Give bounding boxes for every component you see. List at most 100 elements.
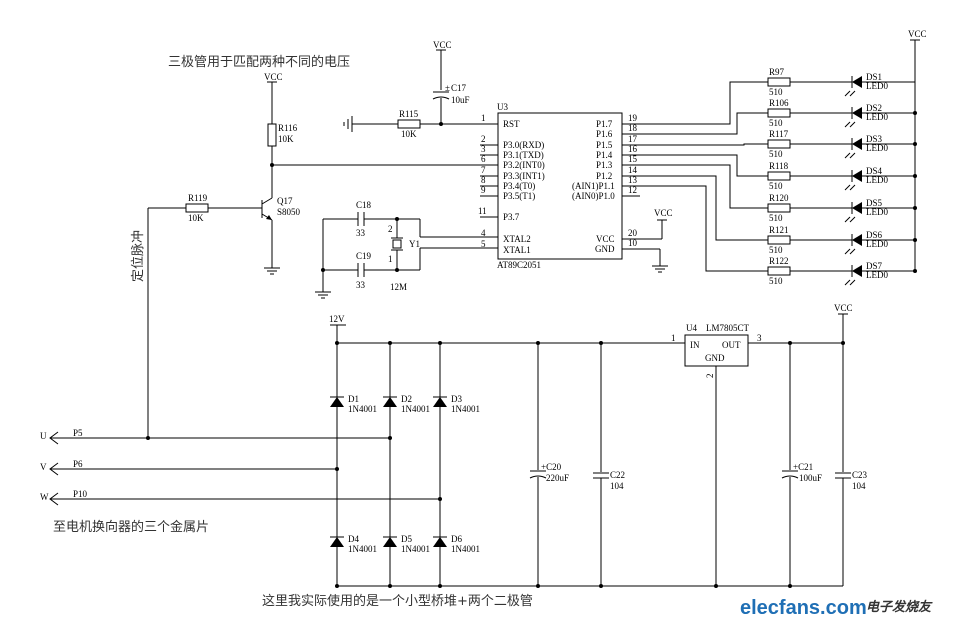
pin-name-p34: P3.4(T0)	[503, 181, 535, 191]
led-ref: DS5	[866, 198, 883, 208]
pin-name-xtal1: XTAL1	[503, 245, 531, 255]
led-val: LED0	[866, 81, 888, 91]
light-ray-1	[844, 90, 851, 97]
q17-ref: Q17	[277, 196, 293, 206]
c19-ref: C19	[356, 251, 372, 261]
led-ref: DS2	[866, 103, 882, 113]
wire-led-drive	[622, 81, 768, 125]
y1-ref: Y1	[409, 239, 420, 249]
junction-c21-top	[788, 341, 792, 345]
resistor-led	[767, 108, 791, 118]
u4-ref: U4	[686, 323, 697, 333]
r119-val: 10K	[188, 213, 204, 223]
junction-xtal-gnd	[321, 268, 325, 272]
c21-val: 100uF	[799, 473, 822, 483]
crystal-y1	[392, 239, 402, 249]
diode-val: 1N4001	[451, 544, 480, 554]
junction-u4-gnd	[714, 584, 718, 588]
diode-icon	[433, 537, 447, 547]
pin-name-p11: (AIN1)P1.1	[572, 181, 615, 191]
c17-val: 10uF	[451, 95, 470, 105]
r115-ref: R115	[399, 109, 419, 119]
phase-u-net: P5	[73, 428, 83, 438]
led-resistor-ref: R97	[769, 67, 785, 77]
u4-out: OUT	[722, 340, 741, 350]
mcu-left-pins: 1 RST 2 P3.0(RXD) 3 P3.1(TXD) 6 P3.2(INT…	[478, 113, 545, 255]
diode-ref: D4	[348, 534, 359, 544]
junction-y1-bottom	[395, 268, 399, 272]
pin-name-rst: RST	[503, 119, 520, 129]
c22-val: 104	[610, 481, 624, 491]
r119-ref: R119	[188, 193, 208, 203]
pin-name-p35: P3.5(T1)	[503, 191, 535, 201]
diode-val: 1N4001	[348, 404, 377, 414]
pin-num-13: 13	[628, 175, 638, 185]
led-val: LED0	[866, 143, 888, 153]
pin-name-p14: P1.4	[596, 150, 613, 160]
led-rows: R97510DS1LED0R106510DS2LED0R117510DS3LED…	[622, 67, 917, 286]
c19-val: 33	[356, 280, 366, 290]
diode-ref: D6	[451, 534, 462, 544]
pin-num-3: 3	[481, 144, 486, 154]
junction-bridge-top	[335, 341, 339, 345]
u4-pin1: 1	[671, 333, 676, 343]
c20-plate-bottom	[529, 475, 547, 479]
label-12v: 12V	[329, 314, 345, 324]
pin-name-p10: (AIN0)P1.0	[572, 191, 615, 201]
phase-v-label: V	[40, 462, 47, 472]
diode-val: 1N4001	[348, 544, 377, 554]
led-icon	[852, 138, 862, 150]
y1-val: 12M	[390, 282, 407, 292]
pin-num-1: 1	[481, 113, 486, 123]
regulator-u4	[684, 334, 749, 367]
junction-c20-top	[536, 341, 540, 345]
note-motor: 至电机换向器的三个金属片	[53, 519, 209, 535]
pin-name-p31: P3.1(TXD)	[503, 150, 544, 160]
led-val: LED0	[866, 239, 888, 249]
pin-name-p17: P1.7	[596, 119, 613, 129]
led-ref: DS4	[866, 166, 883, 176]
watermark-site: elecfans.com	[740, 597, 867, 619]
pin-name-p16: P1.6	[596, 129, 613, 139]
diode-icon	[383, 397, 397, 407]
junction-led-vcc	[913, 238, 917, 242]
pin-name-xtal2: XTAL2	[503, 234, 531, 244]
pin-num-12: 12	[628, 185, 637, 195]
y1-pin2: 2	[388, 224, 393, 234]
led-ref: DS1	[866, 72, 882, 82]
c21-ref: +C21	[793, 462, 813, 472]
vcc-label-q17: VCC	[264, 72, 283, 82]
r116-ref: R116	[278, 123, 298, 133]
light-ray-1	[844, 152, 851, 159]
pin-num-4: 4	[481, 228, 486, 238]
pin-num-17: 17	[628, 134, 638, 144]
light-ray-1	[844, 279, 851, 286]
pin-num-14: 14	[628, 165, 638, 175]
r115-val: 10K	[401, 129, 417, 139]
c18-ref: C18	[356, 200, 372, 210]
mcu-right-pins: P1.7 19 P1.6 18 P1.5 17 P1.4 16 P1.3 15 …	[572, 113, 640, 254]
pin-name-p13: P1.3	[596, 160, 613, 170]
pin-name-vcc: VCC	[596, 234, 615, 244]
pin-num-11: 11	[478, 206, 487, 216]
u3-part: AT89C2051	[497, 260, 541, 270]
junction-led-vcc	[913, 206, 917, 210]
c20-ref: +C20	[541, 462, 562, 472]
led-resistor-ref: R120	[769, 193, 789, 203]
c22-ref: C22	[610, 470, 625, 480]
junction-c22-top	[599, 341, 603, 345]
pin-num-5: 5	[481, 239, 486, 249]
led-val: LED0	[866, 270, 888, 280]
led-resistor-ref: R106	[769, 98, 789, 108]
diode-ref: D5	[401, 534, 412, 544]
resistor-r119	[185, 203, 209, 213]
c23-ref: C23	[852, 470, 868, 480]
resistor-led	[767, 266, 791, 276]
wire-led-drive	[622, 143, 768, 146]
